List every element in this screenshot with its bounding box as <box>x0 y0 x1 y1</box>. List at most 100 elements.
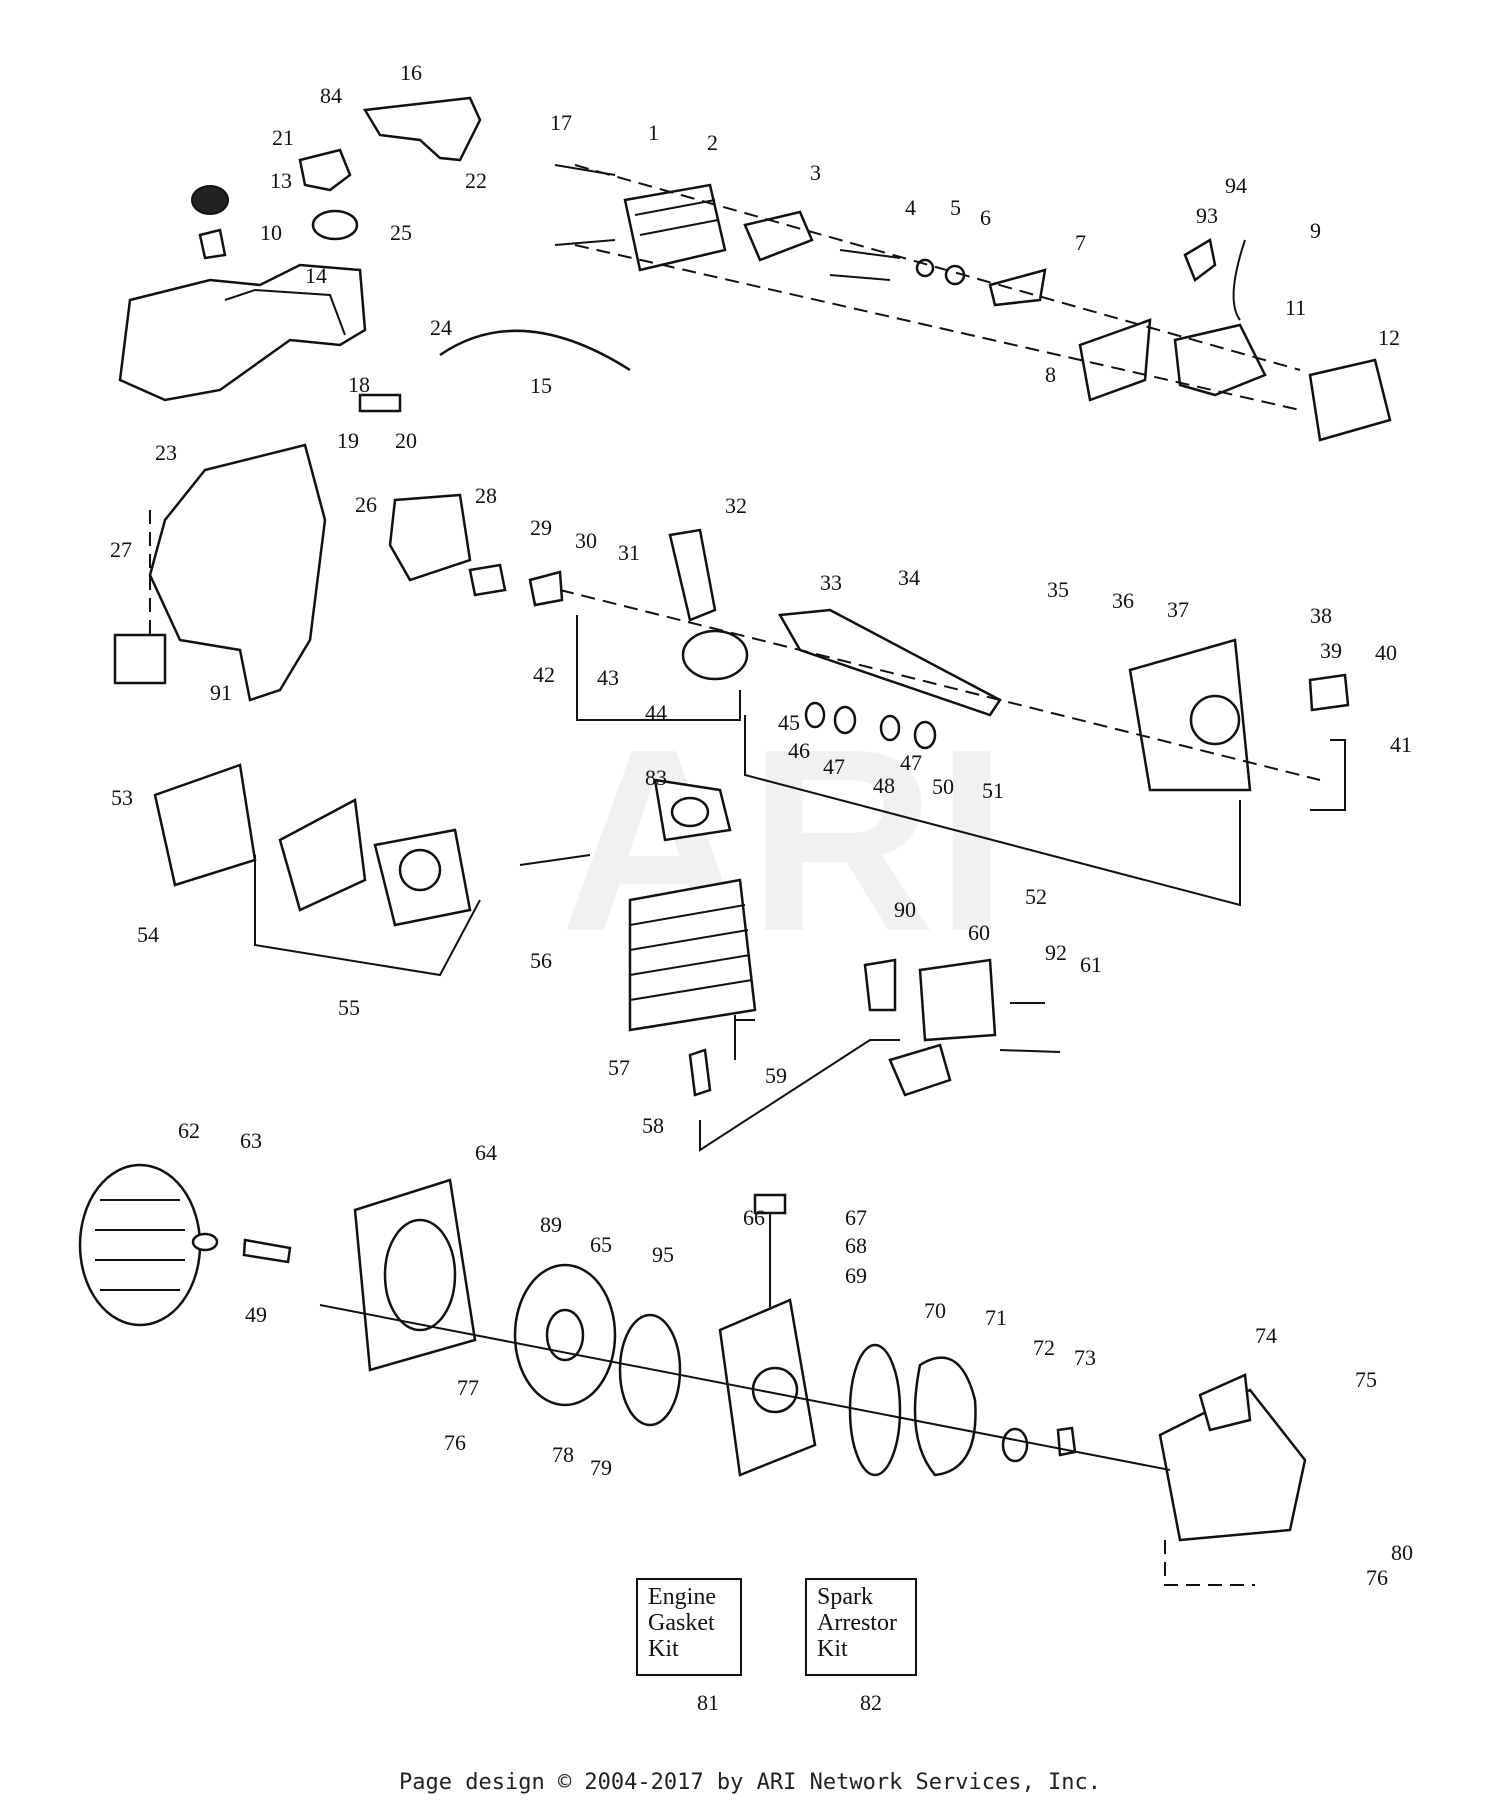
part-number-label: 32 <box>725 493 747 518</box>
part-number-label: 59 <box>765 1063 787 1088</box>
part-number-label: 30 <box>575 528 597 553</box>
part-number-label: 94 <box>1225 173 1247 198</box>
part-number-label: 67 <box>845 1205 867 1230</box>
part-number-label: 95 <box>652 1242 674 1267</box>
part-number-label: 44 <box>645 700 667 725</box>
part-number-label: 40 <box>1375 640 1397 665</box>
part-number-label: 39 <box>1320 638 1342 663</box>
part-number-label: 65 <box>590 1232 612 1257</box>
part-number-label: 9 <box>1310 218 1321 243</box>
part-number-label: 78 <box>552 1442 574 1467</box>
part-number-label: 84 <box>320 83 342 108</box>
part-number-label: 35 <box>1047 577 1069 602</box>
kit-line: Engine <box>648 1584 716 1610</box>
part-number-label: 24 <box>430 315 452 340</box>
part-number-label: 60 <box>968 920 990 945</box>
part-number-label: 5 <box>950 195 961 220</box>
part-number-label: 57 <box>608 1055 630 1080</box>
part-number-label: 27 <box>110 537 132 562</box>
part-number-label: 7 <box>1075 230 1086 255</box>
part-number-label: 54 <box>137 922 159 947</box>
muffler-carb-group <box>554 164 1392 442</box>
part-number-label: 63 <box>240 1128 262 1153</box>
part-number-label: 61 <box>1080 952 1102 977</box>
part-number-label: 46 <box>788 738 810 763</box>
part-number-label: 51 <box>982 778 1004 803</box>
part-number-label: 79 <box>590 1455 612 1480</box>
watermark: ARI <box>560 696 1008 986</box>
part-number-label: 11 <box>1285 295 1306 320</box>
part-number-label: 26 <box>355 492 377 517</box>
part-number-label: 49 <box>245 1302 267 1327</box>
part-number-label: 50 <box>932 774 954 799</box>
kit-line: Spark <box>817 1584 873 1610</box>
part-number-label: 16 <box>400 60 422 85</box>
part-number-label: 38 <box>1310 603 1332 628</box>
part-number-label: 34 <box>898 565 920 590</box>
part-number-label: 64 <box>475 1140 497 1165</box>
part-number-label: 93 <box>1196 203 1218 228</box>
part-number-label: 56 <box>530 948 552 973</box>
part-number-label: 72 <box>1033 1335 1055 1360</box>
part-number-label: 12 <box>1378 325 1400 350</box>
part-number-label: 20 <box>395 428 417 453</box>
part-number-label: 75 <box>1355 1367 1377 1392</box>
part-number-label: 53 <box>111 785 133 810</box>
part-number-label: 23 <box>155 440 177 465</box>
part-number-label: 80 <box>1391 1540 1413 1565</box>
part-number-label: 37 <box>1167 597 1189 622</box>
part-number-label: 71 <box>985 1305 1007 1330</box>
engine-gasket-kit-box: Engine Gasket Kit <box>636 1578 742 1676</box>
kit-line: Kit <box>817 1636 848 1662</box>
crankcase-group <box>113 443 1350 907</box>
part-number-label: 58 <box>642 1113 664 1138</box>
kit-line: Arrestor <box>817 1610 897 1636</box>
part-number-label: 2 <box>707 130 718 155</box>
part-number-label: 21 <box>272 125 294 150</box>
part-number-label: 92 <box>1045 940 1067 965</box>
spark-arrestor-kit-box: Spark Arrestor Kit <box>805 1578 917 1676</box>
part-number-label: 76 <box>1366 1565 1388 1590</box>
part-number-label: 41 <box>1390 732 1412 757</box>
part-number-label: 83 <box>645 765 667 790</box>
part-number-label: 10 <box>260 220 282 245</box>
part-number-label: 1 <box>648 120 659 145</box>
part-number-label: 47 <box>823 754 845 779</box>
part-number-label: 22 <box>465 168 487 193</box>
part-number-label: 48 <box>873 773 895 798</box>
part-number-label: 89 <box>540 1212 562 1237</box>
part-number-label: 29 <box>530 515 552 540</box>
part-number-label: 62 <box>178 1118 200 1143</box>
clutch-group <box>78 1163 1307 1586</box>
part-number-label: 68 <box>845 1233 867 1258</box>
part-number-label: 17 <box>550 110 572 135</box>
part-number-label: 18 <box>348 372 370 397</box>
part-number-label: 90 <box>894 897 916 922</box>
part-number-label: 70 <box>924 1298 946 1323</box>
part-number-label: 69 <box>845 1263 867 1288</box>
kit-line: Gasket <box>648 1610 715 1636</box>
throttle-housing-group <box>118 96 631 413</box>
part-number-label: 13 <box>270 168 292 193</box>
kit-line: Kit <box>648 1636 679 1662</box>
part-number-label: 28 <box>475 483 497 508</box>
part-number-label: 91 <box>210 680 232 705</box>
part-number-label: 45 <box>778 710 800 735</box>
copyright-footer: Page design © 2004-2017 by ARI Network S… <box>399 1770 1101 1795</box>
part-number-label: 76 <box>444 1430 466 1455</box>
part-number-label: 77 <box>457 1375 479 1400</box>
part-number-label: 25 <box>390 220 412 245</box>
part-number-label: 43 <box>597 665 619 690</box>
part-number-label: 74 <box>1255 1323 1277 1348</box>
part-number-label: 3 <box>810 160 821 185</box>
part-number-label: 73 <box>1074 1345 1096 1370</box>
part-number-label: 31 <box>618 540 640 565</box>
part-number-label: 36 <box>1112 588 1134 613</box>
part-number-label: 19 <box>337 428 359 453</box>
part-number-label: 6 <box>980 205 991 230</box>
part-number-label: 66 <box>743 1205 765 1230</box>
engine-gasket-kit-number: 81 <box>697 1690 719 1715</box>
part-number-label: 4 <box>905 195 916 220</box>
